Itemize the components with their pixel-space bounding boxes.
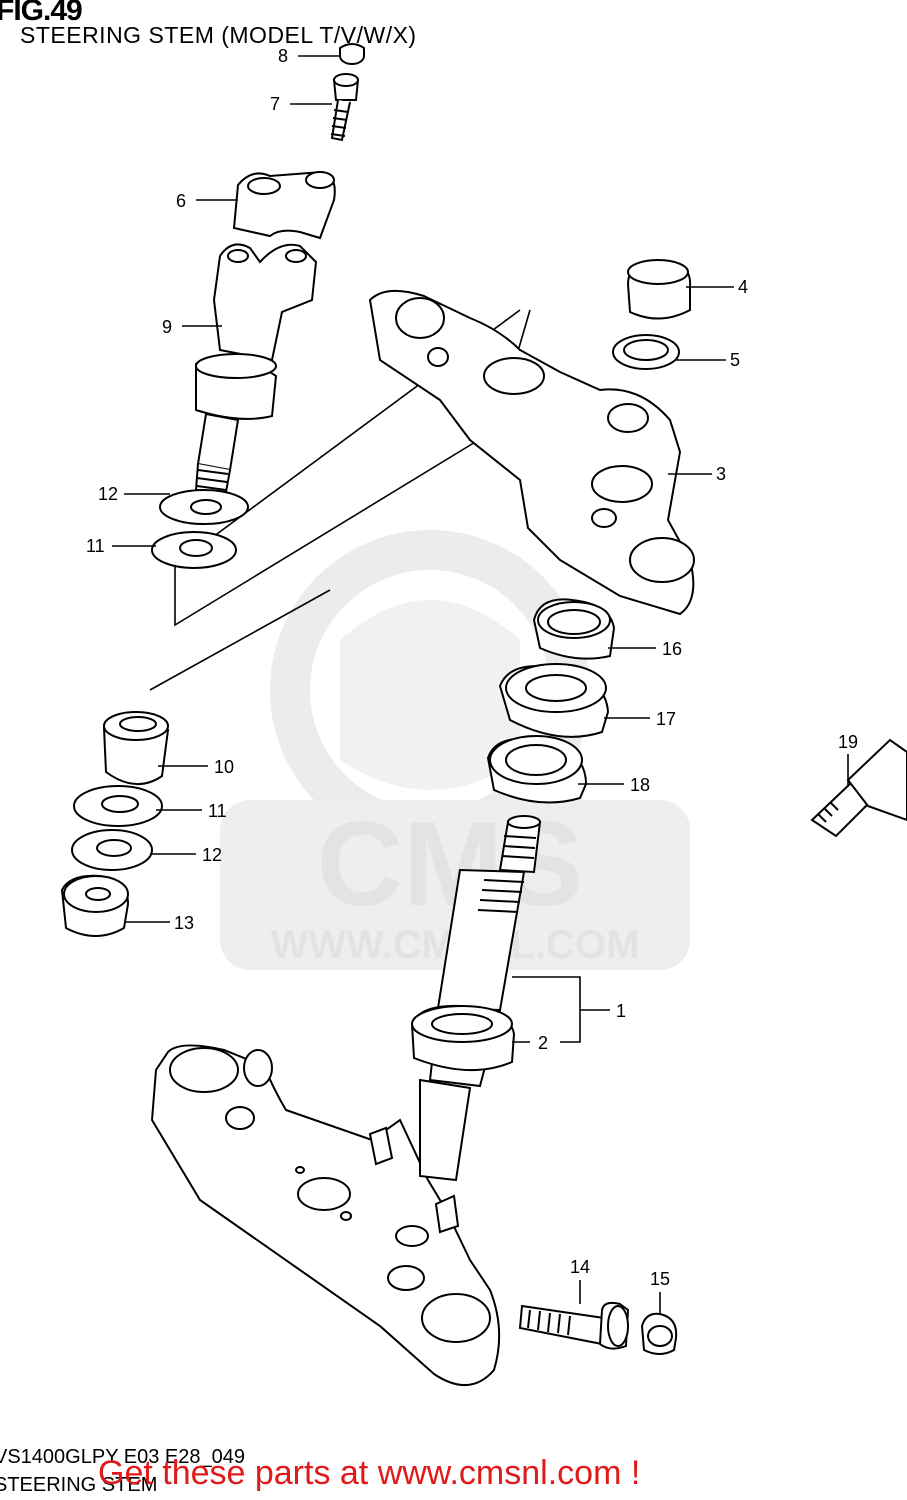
callout-13: 13 xyxy=(174,913,194,933)
callout-17: 17 xyxy=(656,709,676,729)
part-17-dust-seal xyxy=(498,663,610,738)
watermark-face-icon xyxy=(340,600,520,790)
figure-title: FIG.49 xyxy=(0,0,83,27)
part-19-bulb-socket xyxy=(810,738,907,838)
callout-14: 14 xyxy=(570,1257,590,1277)
part-18-bearing xyxy=(486,735,588,804)
callout-11-lower: 11 xyxy=(208,801,227,821)
callout-7: 7 xyxy=(270,94,280,114)
callout-5: 5 xyxy=(730,350,740,370)
part-12-washer-lower xyxy=(71,829,153,871)
callout-12-upper: 12 xyxy=(98,484,118,504)
watermark: CMS WWW.CMSNL.COM xyxy=(220,530,690,970)
footer-diagram-name: STEERING STEM xyxy=(0,1474,158,1496)
watermark-badge xyxy=(220,800,690,970)
callout-labels: 8 7 6 9 4 5 3 12 11 16 17 18 19 10 11 12… xyxy=(86,46,858,1289)
part-5-washer xyxy=(612,334,680,370)
callout-8: 8 xyxy=(278,46,288,66)
part-6-holder-cap xyxy=(232,170,336,240)
callout-4: 4 xyxy=(738,277,748,297)
callout-1: 1 xyxy=(616,1001,626,1021)
part-15-nut xyxy=(640,1312,678,1355)
part-12-washer-upper xyxy=(159,489,249,525)
part-13-nut xyxy=(60,874,130,937)
callout-19: 19 xyxy=(838,732,858,752)
part-14-bolt xyxy=(518,1301,630,1350)
callout-10: 10 xyxy=(214,757,234,777)
part-3-upper-bracket xyxy=(368,289,695,616)
part-11-washer-lower xyxy=(73,785,163,827)
part-8-bolt-cap xyxy=(339,43,365,65)
figure-subtitle: STEERING STEM (MODEL T/V/W/X) xyxy=(20,22,417,48)
callout-9: 9 xyxy=(162,317,172,337)
part-4-cap-nut xyxy=(626,259,692,320)
part-7-bolt xyxy=(330,73,360,142)
callout-12-lower: 12 xyxy=(202,845,222,865)
callout-6: 6 xyxy=(176,191,186,211)
part-2-lower-bearing xyxy=(410,1004,516,1072)
part-11-washer-upper xyxy=(151,531,237,569)
part-16-lock-nut xyxy=(532,598,616,660)
callout-18: 18 xyxy=(630,775,650,795)
leader-lines xyxy=(112,55,849,1314)
callout-15: 15 xyxy=(650,1269,670,1289)
part-10-cushion xyxy=(102,711,170,786)
callout-11-upper: 11 xyxy=(86,536,105,556)
callout-3: 3 xyxy=(716,464,726,484)
watermark-logo-text: CMS xyxy=(317,797,584,931)
footer-diagram-code: VS1400GLPY E03 E28_049 xyxy=(0,1446,245,1468)
cta-link[interactable]: Get these parts at www.cmsnl.com ! xyxy=(98,1454,641,1492)
part-9-handlebar-holder xyxy=(194,243,318,494)
callout-2: 2 xyxy=(538,1033,548,1053)
callout-16: 16 xyxy=(662,639,682,659)
part-1-steering-stem xyxy=(150,815,542,1387)
